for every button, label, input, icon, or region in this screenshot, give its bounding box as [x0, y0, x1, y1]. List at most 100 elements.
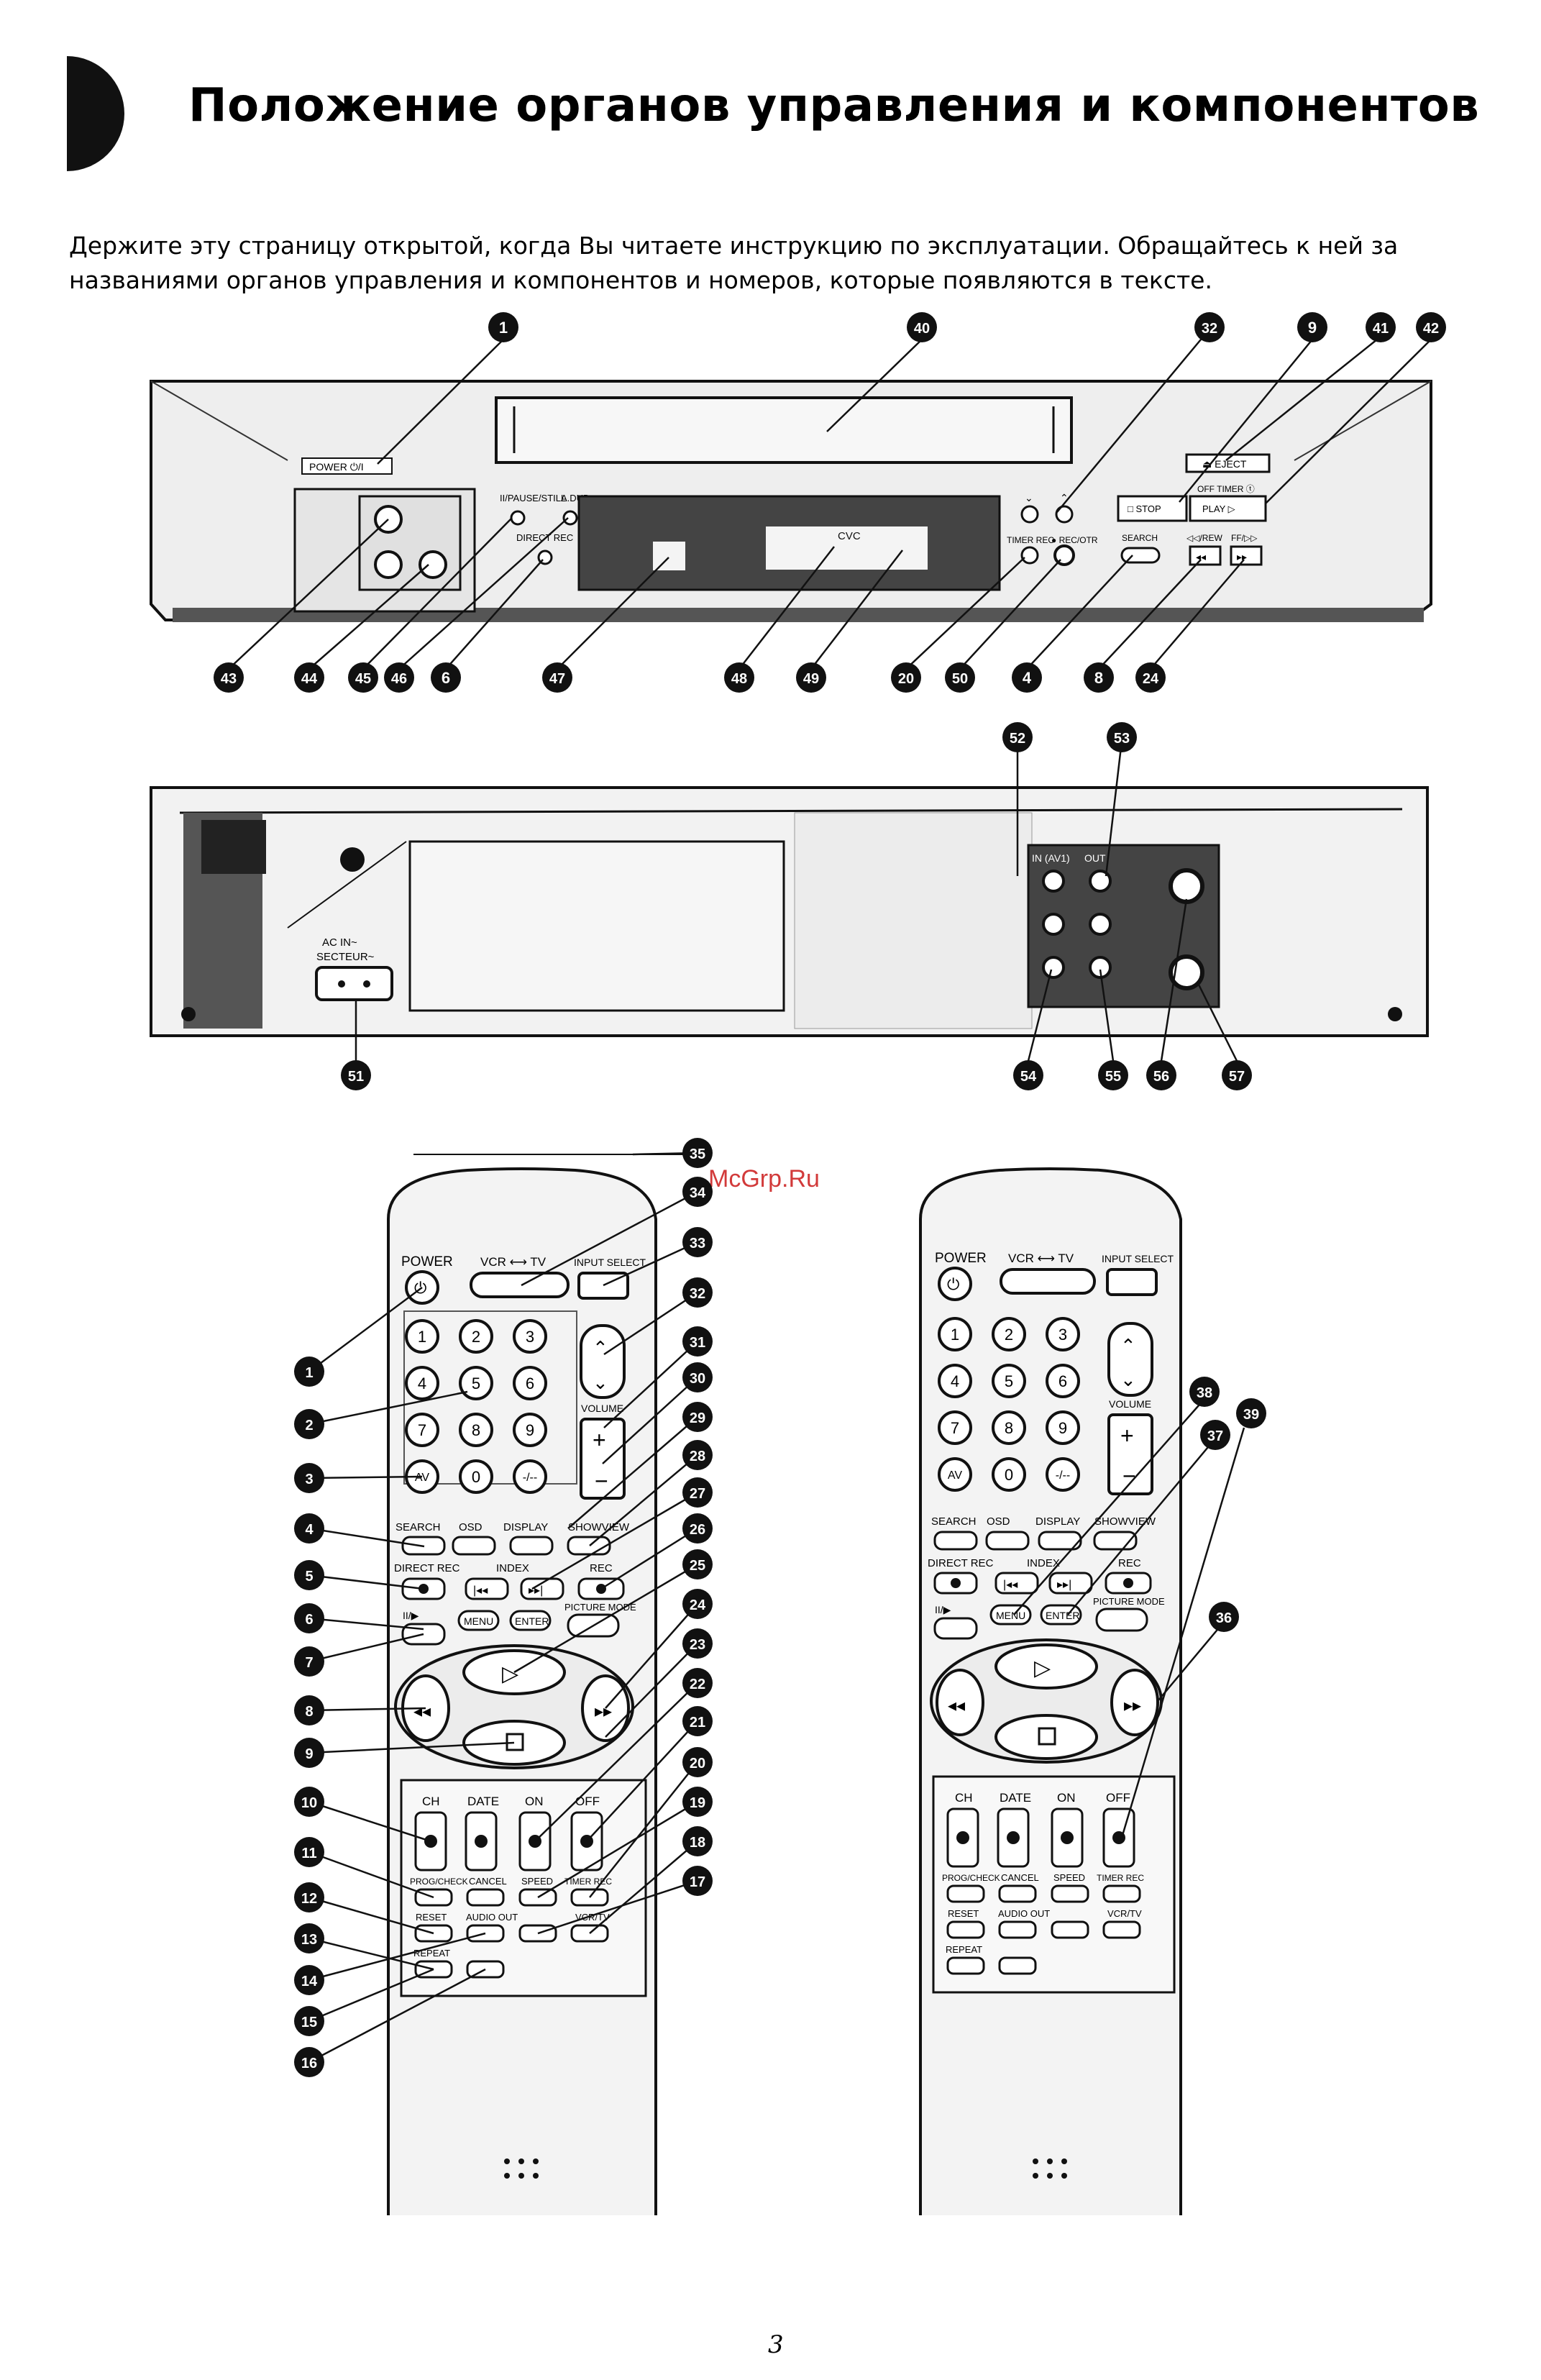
r2-index-next-button[interactable]: [1048, 1572, 1093, 1595]
front-ff-button[interactable]: [1230, 545, 1263, 566]
r2-prog-check-button[interactable]: [946, 1884, 985, 1903]
front-search-button[interactable]: [1120, 547, 1161, 564]
front-pause-button[interactable]: [510, 510, 526, 526]
r1-cancel-button[interactable]: [466, 1888, 505, 1907]
svg-text:▷: ▷: [502, 1662, 518, 1686]
front-jack-audio-r[interactable]: [419, 550, 447, 579]
r1-enter-button[interactable]: [509, 1610, 552, 1631]
r2-rewind-button[interactable]: [936, 1669, 984, 1736]
r2-index-prev-button[interactable]: [994, 1572, 1039, 1595]
r1-digit-4-button[interactable]: [405, 1366, 439, 1400]
r1-digit-9-button[interactable]: [513, 1413, 547, 1447]
rear-rf-out-connector[interactable]: [1169, 954, 1204, 990]
front-rew-button[interactable]: [1189, 545, 1222, 566]
callout-9: [294, 1738, 324, 1768]
r2-av-button[interactable]: [938, 1457, 972, 1492]
r2-audio-out-button[interactable]: [998, 1920, 1037, 1939]
r2-blank2-button[interactable]: [998, 1956, 1037, 1975]
r2-digit-0-button[interactable]: [992, 1457, 1026, 1492]
r2-digit-5-button[interactable]: [992, 1364, 1026, 1398]
rear-ac-inlet[interactable]: [315, 966, 393, 1001]
r2-play-button[interactable]: [994, 1643, 1098, 1690]
r1-digit-6-button[interactable]: [513, 1366, 547, 1400]
front-adub-button[interactable]: [562, 510, 578, 526]
r2-vcr-tv2-button[interactable]: [1102, 1920, 1141, 1939]
front-play-button[interactable]: [1189, 495, 1267, 522]
rear-in-audio-r-jack[interactable]: [1042, 956, 1065, 979]
r1-digit-8-button[interactable]: [459, 1413, 493, 1447]
callout-label: 29: [690, 1410, 705, 1426]
rear-in-audio-l-jack[interactable]: [1042, 913, 1065, 936]
r2-search-button[interactable]: [933, 1531, 978, 1551]
r2-digit-1-button[interactable]: [938, 1317, 972, 1351]
callout-35: [682, 1138, 713, 1168]
front-ch-down-button[interactable]: [1020, 505, 1039, 524]
r2-digit-3-button[interactable]: [1046, 1317, 1080, 1351]
r1-digit-7-button[interactable]: [405, 1413, 439, 1447]
front-ch-up-button[interactable]: [1055, 505, 1074, 524]
r2-ffwd-button[interactable]: [1110, 1669, 1159, 1736]
r2-input-select-button[interactable]: [1106, 1268, 1158, 1296]
callout-22: [682, 1668, 713, 1698]
callout-label: 9: [305, 1746, 313, 1762]
front-eject-button[interactable]: [1185, 453, 1271, 473]
r2-vcr-tv-switch[interactable]: [1000, 1268, 1096, 1295]
front-stop-button[interactable]: [1117, 495, 1188, 522]
callout-label: 13: [301, 1932, 317, 1948]
r1-digit-3-button[interactable]: [513, 1319, 547, 1354]
svg-text:37: 37: [1207, 1428, 1223, 1444]
r1-showview-button[interactable]: [567, 1536, 611, 1556]
r2-repeat-button[interactable]: [946, 1956, 985, 1975]
page-title: Положение органов управления и компонент…: [188, 79, 1480, 132]
r1-osd-button[interactable]: [452, 1536, 496, 1556]
r2-ch-rocker[interactable]: [1107, 1322, 1153, 1397]
r1-index-prev-button[interactable]: [465, 1577, 509, 1600]
r2-power-button[interactable]: [938, 1267, 972, 1301]
r2-display-button[interactable]: [1038, 1531, 1082, 1551]
r2-digit-2-button[interactable]: [992, 1317, 1026, 1351]
rear-rf-in-connector[interactable]: [1169, 868, 1204, 904]
r2-reset-button[interactable]: [946, 1920, 985, 1939]
callout-53: [1107, 722, 1137, 752]
r1-digit-label: 3: [526, 1328, 534, 1346]
r2-digit-9-button[interactable]: [1046, 1410, 1080, 1445]
callout-34: [682, 1177, 713, 1207]
rear-out-video-jack[interactable]: [1089, 870, 1112, 893]
r1-menu-button[interactable]: [457, 1610, 500, 1631]
r2-menu-button[interactable]: [989, 1604, 1032, 1626]
r1-index-next-button[interactable]: [520, 1577, 564, 1600]
r2-digit-7-button[interactable]: [938, 1410, 972, 1445]
r1-ch-rocker[interactable]: [580, 1324, 626, 1399]
r2-osd-button[interactable]: [985, 1531, 1030, 1551]
r2-cancel-button[interactable]: [998, 1884, 1037, 1903]
callout-52: [1002, 722, 1033, 752]
r1-dashdash-button[interactable]: [513, 1459, 547, 1494]
r2-picture-mode-button[interactable]: [1095, 1608, 1148, 1632]
r1-vcr-tv-switch[interactable]: [470, 1272, 570, 1298]
r1-digit-0-button[interactable]: [459, 1459, 493, 1494]
callout-label: 22: [690, 1677, 705, 1692]
r1-digit-2-button[interactable]: [459, 1319, 493, 1354]
callout-label: 18: [690, 1835, 705, 1851]
front-jack-audio-l[interactable]: [374, 550, 403, 579]
front-timer-rec-button[interactable]: [1020, 546, 1039, 565]
rear-out-audio-l-jack[interactable]: [1089, 913, 1112, 936]
r2-repeat-label: REPEAT: [946, 1944, 982, 1955]
r2-digit-6-button[interactable]: [1046, 1364, 1080, 1398]
r2-timer-rec-button[interactable]: [1102, 1884, 1141, 1903]
r1-digit-1-button[interactable]: [405, 1319, 439, 1354]
r1-display-button[interactable]: [509, 1536, 554, 1556]
r2-volume-rocker[interactable]: [1107, 1413, 1153, 1495]
r1-power-label: POWER: [401, 1254, 453, 1269]
r2-digit-8-button[interactable]: [992, 1410, 1026, 1445]
r2-dashdash-button[interactable]: [1046, 1457, 1080, 1492]
r1-digit-5-button[interactable]: [459, 1366, 493, 1400]
callout-32: [1194, 312, 1225, 342]
r2-blank-button[interactable]: [1051, 1920, 1089, 1939]
r2-speed-button[interactable]: [1051, 1884, 1089, 1903]
rear-out-audio-r-jack[interactable]: [1089, 956, 1112, 979]
rear-in-video-jack[interactable]: [1042, 870, 1065, 893]
r2-slow-button[interactable]: [933, 1617, 978, 1640]
r2-digit-4-button[interactable]: [938, 1364, 972, 1398]
svg-text:56: 56: [1153, 1069, 1169, 1085]
